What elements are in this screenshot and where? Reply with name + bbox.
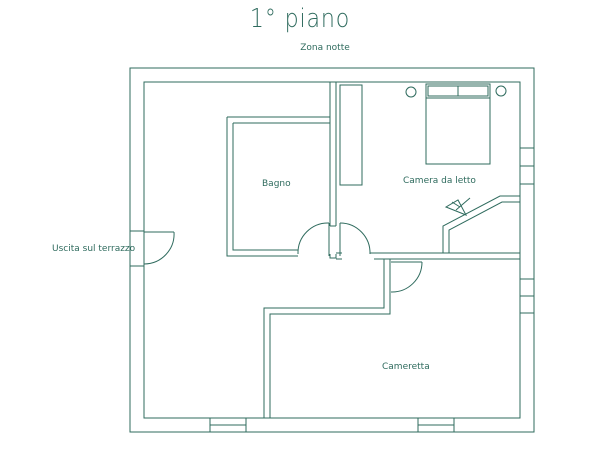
outer-wall-outer	[129, 67, 535, 433]
cameretta-walls	[263, 258, 391, 418]
lamp-icon	[444, 197, 471, 216]
room-label-bathroom: Bagno	[262, 179, 291, 189]
double-bed	[405, 83, 507, 165]
plan-subtitle: Zona notte	[300, 43, 350, 53]
window-bottom-left	[209, 417, 247, 433]
terrace-exit-label: Uscita sul terrazzo	[52, 244, 136, 254]
window-right-upper	[519, 147, 535, 185]
bathroom-walls	[226, 116, 330, 257]
bedroom-door[interactable]	[339, 222, 371, 256]
window-right-lower	[519, 278, 535, 314]
room-label-small-bedroom: Cameretta	[382, 362, 430, 372]
terrace-door[interactable]	[130, 230, 175, 267]
wardrobe	[339, 84, 363, 186]
bathroom-door[interactable]	[297, 222, 330, 256]
outer-wall-inner	[143, 81, 521, 419]
plan-title: 1° piano	[249, 4, 351, 34]
room-label-bedroom: Camera da letto	[403, 176, 476, 186]
stair-corner	[442, 195, 521, 253]
bedroom-south-wall	[336, 252, 520, 260]
central-wall	[329, 82, 337, 259]
window-bottom-right	[417, 417, 455, 433]
cameretta-door[interactable]	[390, 261, 423, 293]
